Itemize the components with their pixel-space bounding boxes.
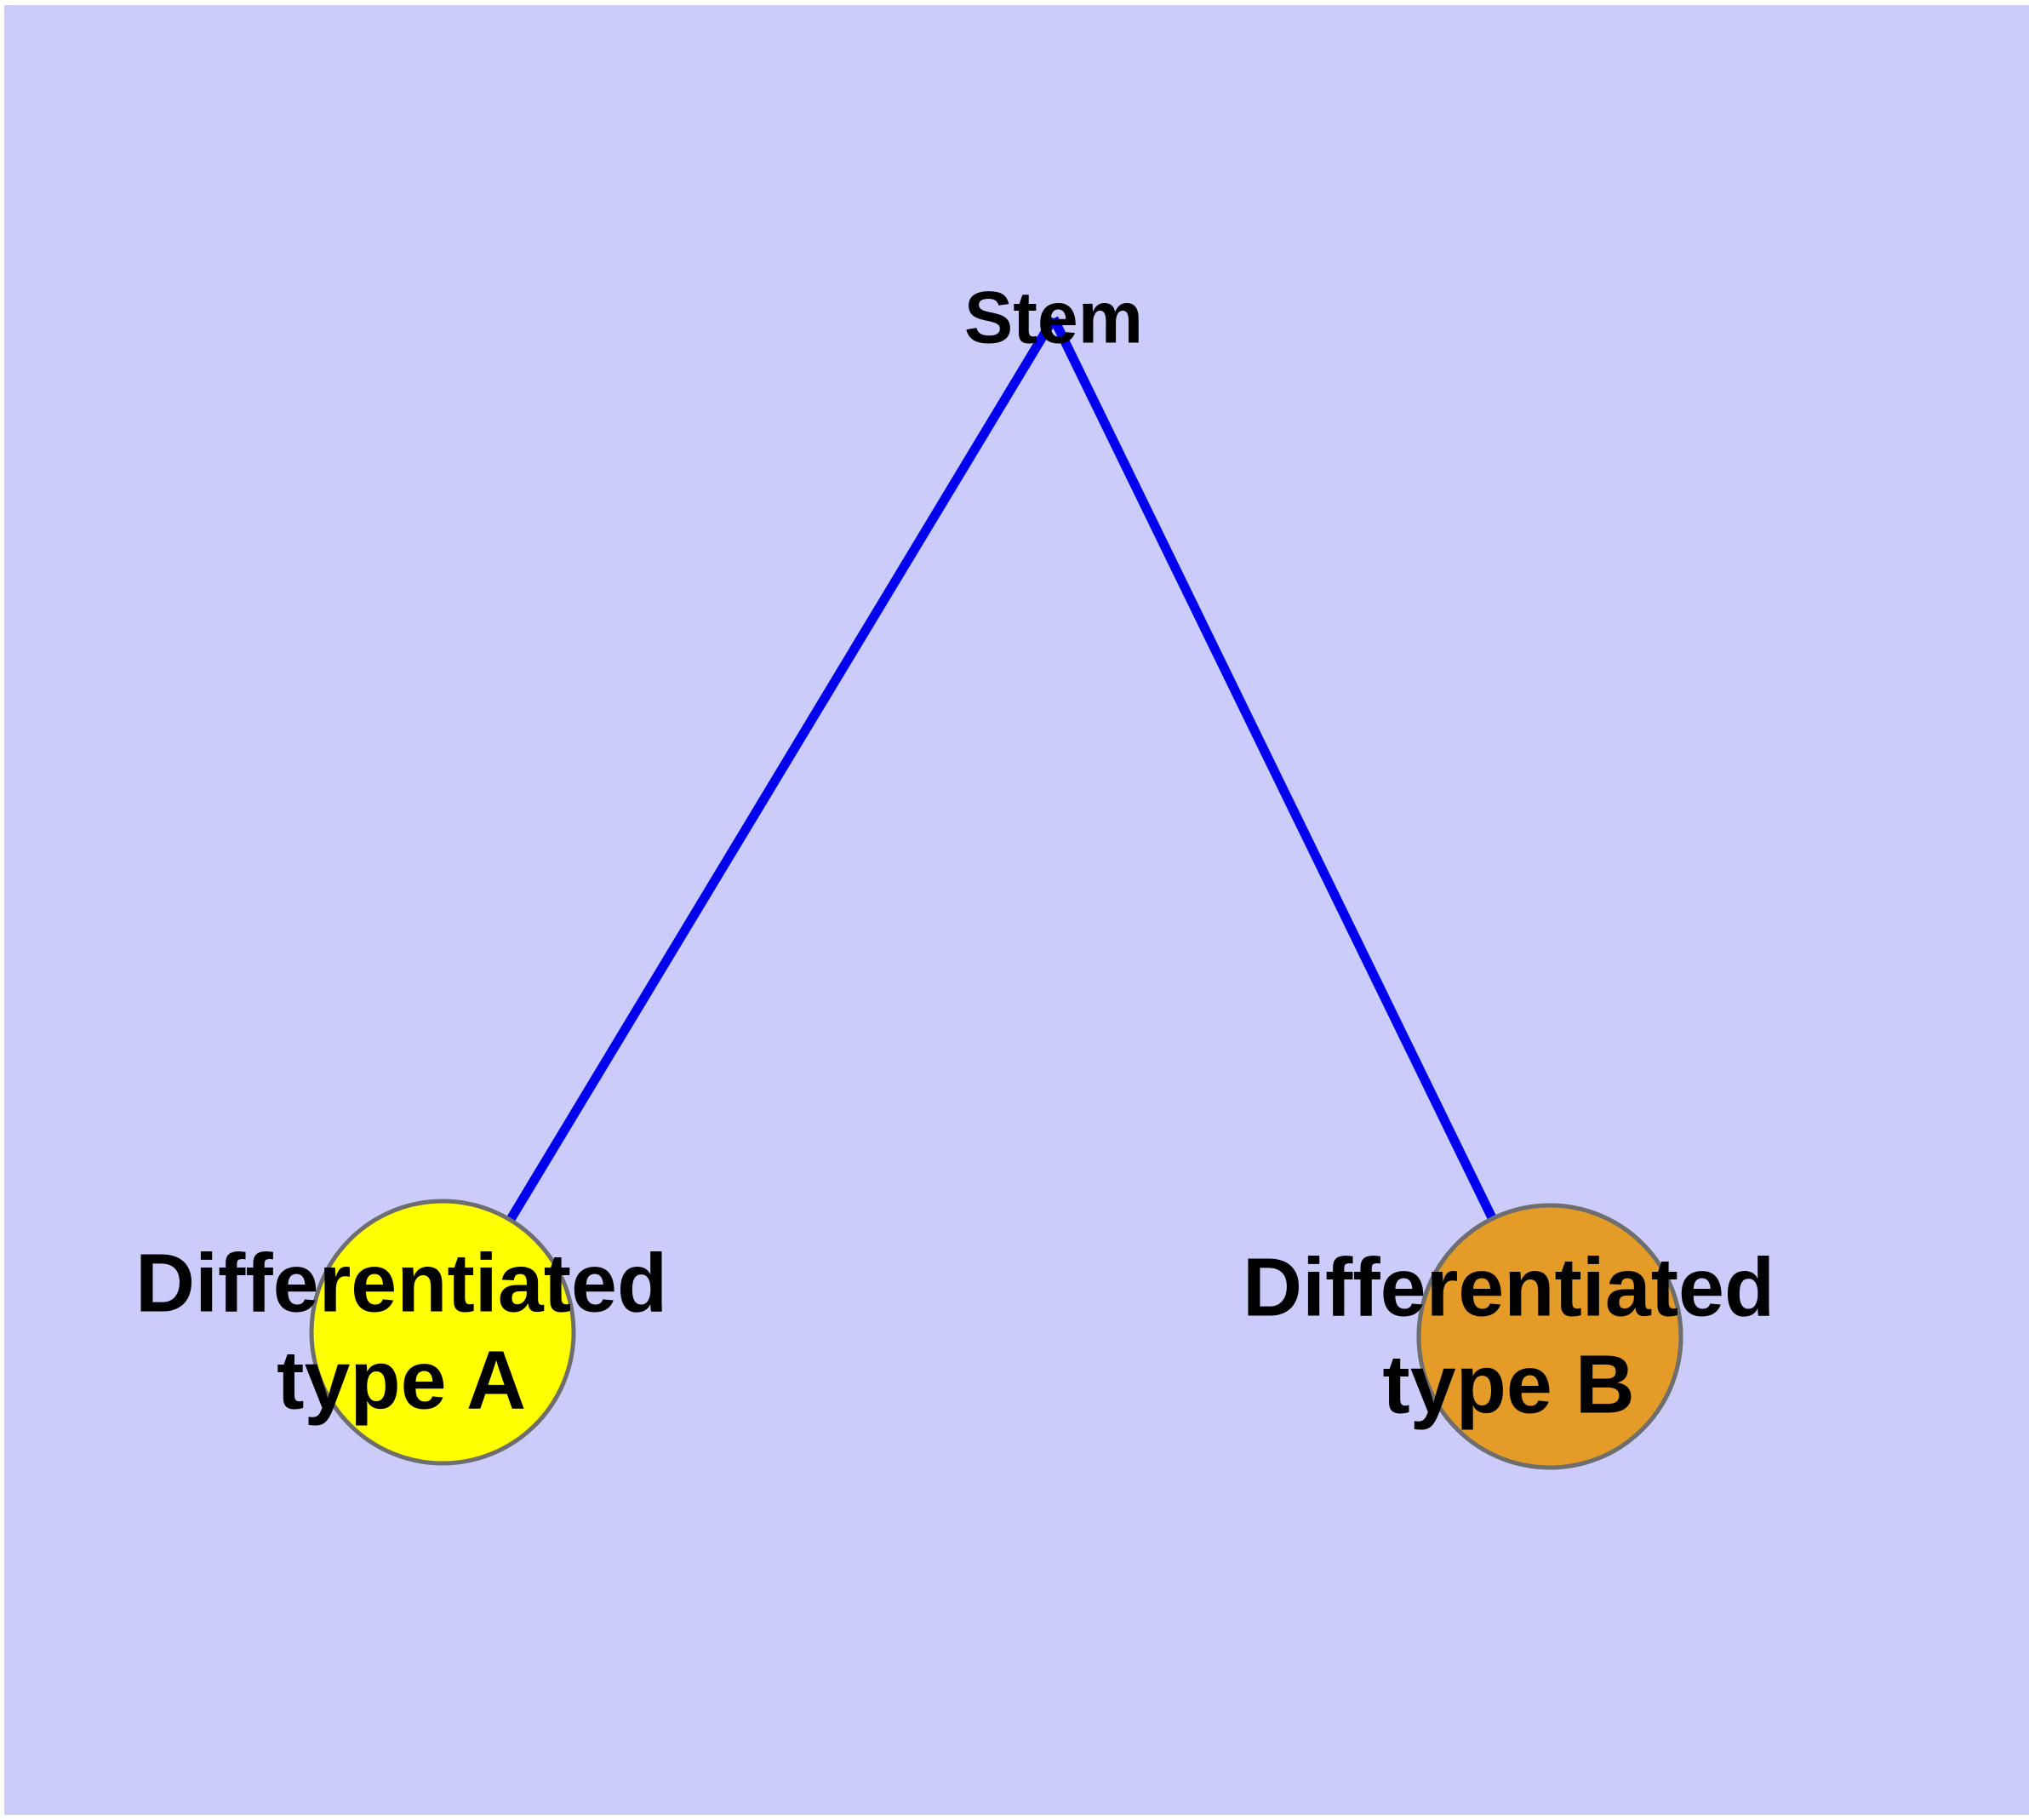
node-layer (309, 1199, 1683, 1470)
node-stem[interactable] (309, 1199, 576, 1466)
edge-stem-to-diff-b (1049, 316, 1554, 1339)
edge-layer (438, 316, 1554, 1339)
edge-stem-to-diff-a (438, 316, 1058, 1335)
diagram-background (4, 5, 2029, 1815)
node-differentiated-type-b[interactable] (1416, 1203, 1683, 1470)
